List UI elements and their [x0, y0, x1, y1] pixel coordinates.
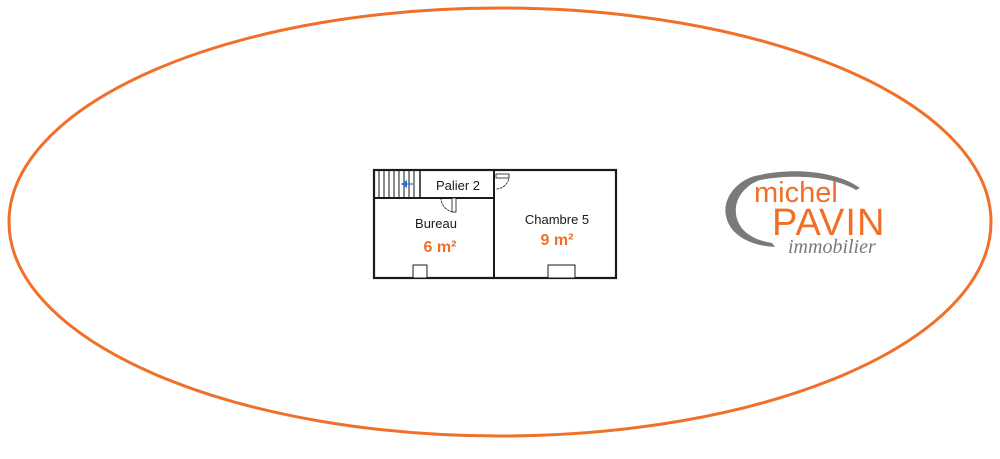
frame-ellipse: [7, 6, 993, 438]
logo-line-pavin: PAVIN: [772, 202, 885, 244]
room-area-bureau: 6 m²: [424, 239, 457, 256]
door-swing-icon: [440, 197, 457, 213]
logo-swoosh-top: [760, 171, 860, 190]
logo-line-michel: michel: [754, 177, 838, 209]
room-name-bureau: Bureau: [415, 216, 457, 231]
room-name-palier: Palier 2: [436, 178, 480, 193]
room-area-chambre: 9 m²: [541, 232, 574, 249]
logo-line-immobilier: immobilier: [788, 236, 876, 258]
window-icon: [547, 264, 576, 279]
brand-logo: michel PAVIN immobilier: [725, 171, 885, 258]
stair-arrow-icon: [401, 180, 415, 188]
window-icon: [412, 264, 428, 279]
room-name-chambre: Chambre 5: [525, 212, 589, 227]
floor-plan: [372, 168, 618, 280]
logo-swoosh: [725, 175, 775, 247]
door-swing-icon: [495, 173, 510, 190]
